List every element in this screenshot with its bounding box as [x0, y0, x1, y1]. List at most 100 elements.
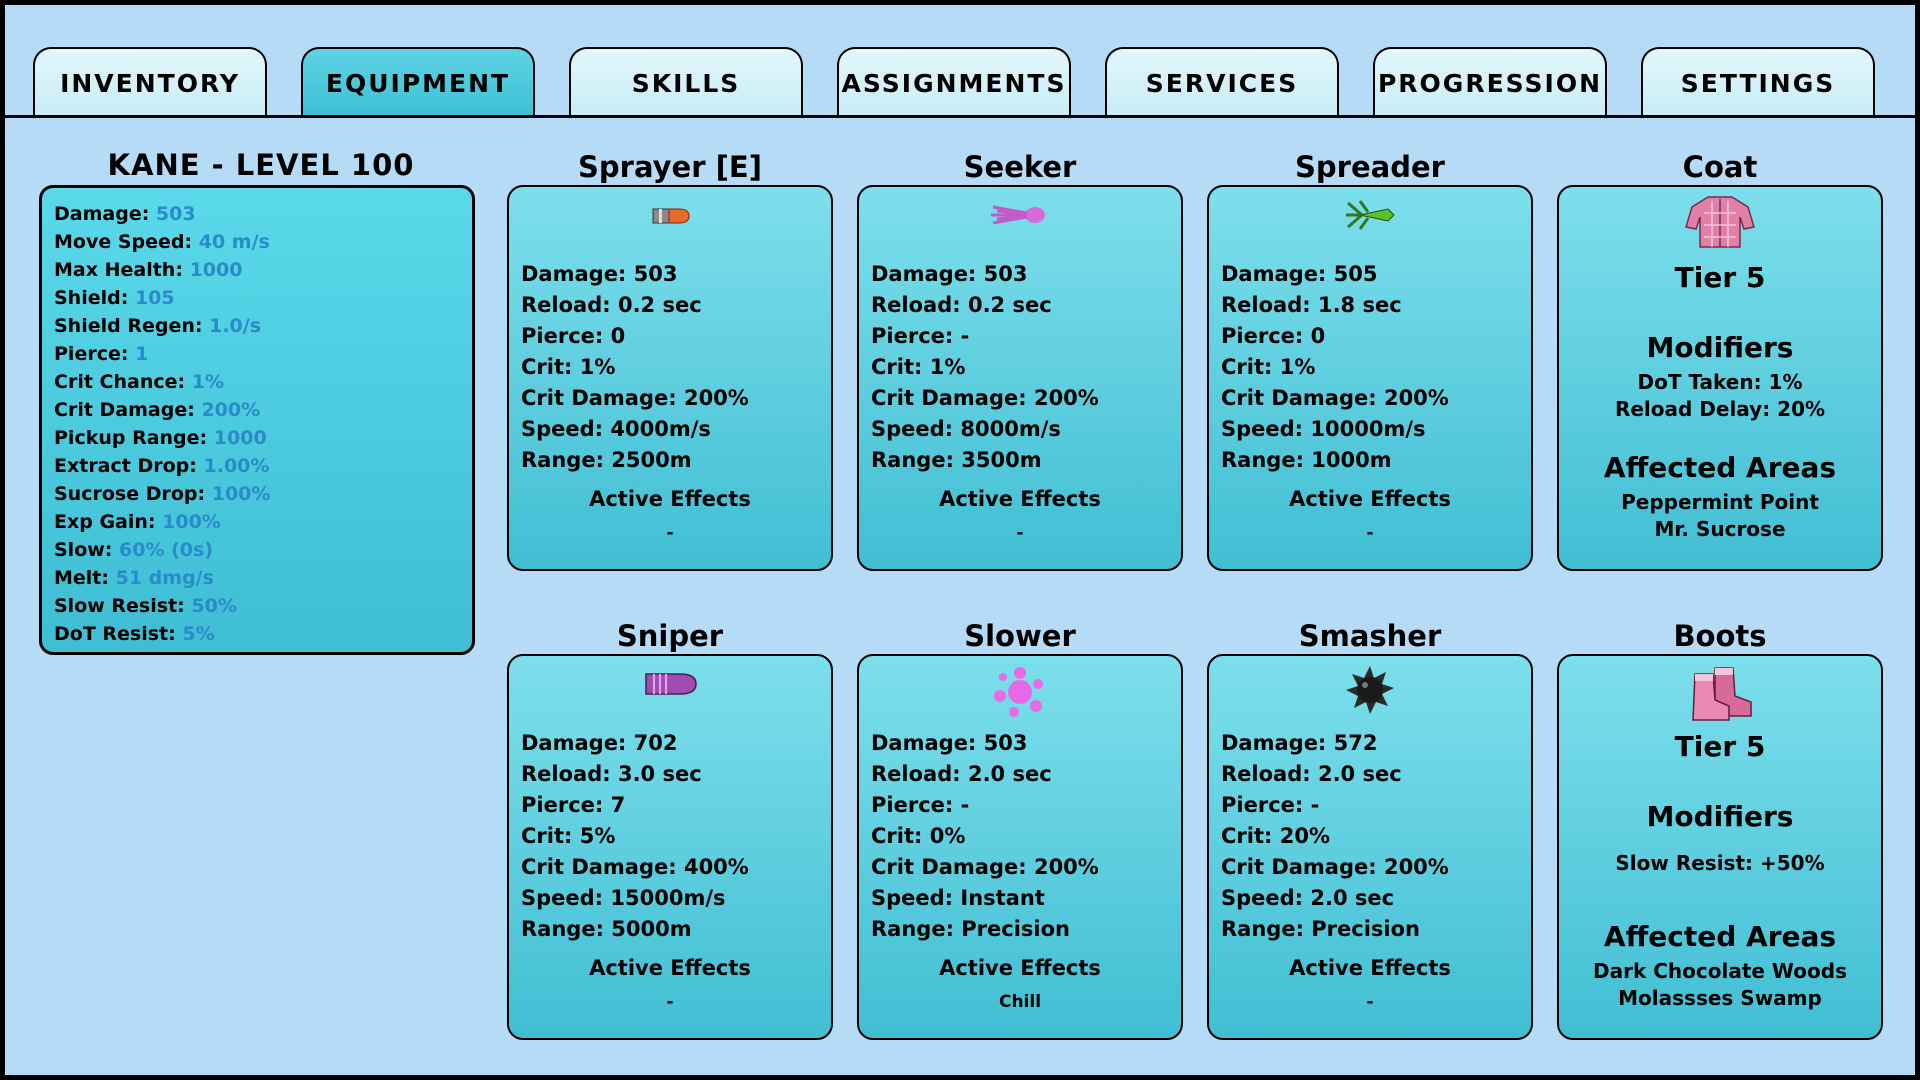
- stat-label: Crit Damage:: [54, 399, 195, 421]
- weapon-stat: Speed: Instant: [871, 886, 1045, 910]
- weapon-stat: Reload: 0.2 sec: [521, 293, 702, 317]
- stat-label: Crit Chance:: [54, 371, 186, 393]
- stat-value: 40 m/s: [198, 231, 270, 253]
- weapon-card-smasher[interactable]: Damage: 572 Reload: 2.0 sec Pierce: - Cr…: [1207, 654, 1533, 1040]
- tab-skills[interactable]: SKILLS: [569, 47, 803, 117]
- affected-area: Dark Chocolate Woods: [1593, 959, 1847, 983]
- weapon-card-sniper[interactable]: Damage: 702 Reload: 3.0 sec Pierce: 7 Cr…: [507, 654, 833, 1040]
- splat-icon: [994, 667, 1043, 717]
- stat-row: Slow Resist: 50%: [54, 592, 460, 620]
- modifier-value: Reload Delay: 20%: [1614, 397, 1826, 421]
- weapon-stat: Reload: 2.0 sec: [871, 762, 1052, 786]
- boots-icon: [1692, 667, 1752, 721]
- weapon-stat: Speed: 4000m/s: [521, 417, 711, 441]
- weapon-card-sprayer[interactable]: Damage: 503 Reload: 0.2 sec Pierce: 0 Cr…: [507, 185, 833, 571]
- stat-label: Damage:: [54, 203, 150, 225]
- squid-projectile-icon: [991, 205, 1045, 225]
- stat-value: 503: [155, 203, 196, 225]
- stat-label: DoT Resist:: [54, 623, 176, 645]
- affected-area: Molassses Swamp: [1618, 986, 1822, 1010]
- weapon-stat: Damage: 503: [521, 262, 678, 286]
- weapon-stat: Crit Damage: 200%: [1221, 386, 1449, 410]
- weapon-stat: Reload: 1.8 sec: [1221, 293, 1402, 317]
- weapon-stat: Range: Precision: [1221, 917, 1420, 941]
- weapon-card-slower[interactable]: Damage: 503 Reload: 2.0 sec Pierce: - Cr…: [857, 654, 1183, 1040]
- weapon-title-smasher: Smasher: [1298, 619, 1442, 653]
- armor-tier: Tier 5: [1674, 730, 1766, 763]
- weapon-card-spreader[interactable]: Damage: 505 Reload: 1.8 sec Pierce: 0 Cr…: [1207, 185, 1533, 571]
- stat-row: Crit Damage: 200%: [54, 396, 460, 424]
- stat-value: 200%: [201, 399, 261, 421]
- weapon-stat: Damage: 505: [1221, 262, 1378, 286]
- coat-icon: [1685, 196, 1755, 248]
- stat-row: DoT Resist: 5%: [54, 620, 460, 648]
- weapon-stat: Crit: 5%: [521, 824, 616, 848]
- weapon-title-seeker: Seeker: [963, 150, 1077, 184]
- stat-row: Extract Drop: 1.00%: [54, 452, 460, 480]
- stat-value: 100%: [162, 511, 221, 533]
- stat-value: 60% (0s): [119, 539, 214, 561]
- weapon-stat: Pierce: -: [1221, 793, 1320, 817]
- stat-label: Extract Drop:: [54, 455, 197, 477]
- stat-row: Pickup Range: 1000: [54, 424, 460, 452]
- weapon-stat: Reload: 0.2 sec: [871, 293, 1052, 317]
- stat-row: Shield: 105: [54, 284, 460, 312]
- stat-label: Max Health:: [54, 259, 183, 281]
- stat-value: 1.00%: [203, 455, 270, 477]
- stat-value: 5%: [182, 623, 215, 645]
- game-screen: INVENTORY EQUIPMENT SKILLS ASSIGNMENTS S…: [5, 5, 1915, 1075]
- weapon-stat: Crit Damage: 200%: [1221, 855, 1449, 879]
- spiky-projectile-icon: [1346, 200, 1395, 230]
- weapon-stats: Damage: 505 Reload: 1.8 sec Pierce: 0 Cr…: [1221, 259, 1449, 476]
- tab-services[interactable]: SERVICES: [1105, 47, 1339, 117]
- stat-label: Move Speed:: [54, 231, 193, 253]
- stat-value: 1.0/s: [209, 315, 262, 337]
- tab-equipment[interactable]: EQUIPMENT: [301, 47, 535, 117]
- modifier-value: DoT Taken: 1%: [1637, 370, 1803, 394]
- stat-value: 1: [135, 343, 149, 365]
- weapon-stat: Pierce: -: [871, 324, 970, 348]
- weapon-stat: Reload: 3.0 sec: [521, 762, 702, 786]
- weapon-stats: Damage: 503 Reload: 2.0 sec Pierce: - Cr…: [871, 728, 1099, 945]
- modifiers-label: Modifiers: [1646, 800, 1794, 833]
- active-effects-label: Active Effects: [1289, 487, 1451, 511]
- weapon-stat: Crit: 20%: [1221, 824, 1330, 848]
- weapon-stat: Damage: 503: [871, 731, 1028, 755]
- armor-card-boots[interactable]: Tier 5 Modifiers Slow Resist: +50% Affec…: [1557, 654, 1883, 1040]
- weapon-stat: Crit: 1%: [871, 355, 966, 379]
- bullet-icon: [652, 208, 690, 224]
- modifier-value: Slow Resist: +50%: [1615, 851, 1825, 875]
- weapon-stat: Speed: 10000m/s: [1221, 417, 1426, 441]
- stat-value: 105: [134, 287, 175, 309]
- affected-areas-label: Affected Areas: [1603, 451, 1837, 484]
- character-stats-panel: Damage: 503 Move Speed: 40 m/s Max Healt…: [39, 185, 475, 655]
- weapon-stat: Damage: 503: [871, 262, 1028, 286]
- weapon-stat: Crit Damage: 200%: [871, 855, 1099, 879]
- affected-area: Mr. Sucrose: [1654, 517, 1786, 541]
- stat-row: Melt: 51 dmg/s: [54, 564, 460, 592]
- tab-inventory[interactable]: INVENTORY: [33, 47, 267, 117]
- tab-assignments[interactable]: ASSIGNMENTS: [837, 47, 1071, 117]
- stat-value: 1000: [213, 427, 267, 449]
- stat-value: 100%: [211, 483, 271, 505]
- armor-title-boots: Boots: [1673, 619, 1767, 653]
- stat-value: 1000: [189, 259, 243, 281]
- active-effects-value: Chill: [998, 992, 1042, 1012]
- modifiers-label: Modifiers: [1646, 331, 1794, 364]
- weapon-title-slower: Slower: [964, 619, 1076, 653]
- affected-area: Peppermint Point: [1621, 490, 1819, 514]
- weapon-card-seeker[interactable]: Damage: 503 Reload: 0.2 sec Pierce: - Cr…: [857, 185, 1183, 571]
- active-effects-value: -: [1366, 523, 1374, 543]
- weapon-stat: Range: 2500m: [521, 448, 692, 472]
- armor-card-coat[interactable]: Tier 5 Modifiers DoT Taken: 1% Reload De…: [1557, 185, 1883, 571]
- stat-row: Pierce: 1: [54, 340, 460, 368]
- weapon-stat: Speed: 2.0 sec: [1221, 886, 1395, 910]
- weapon-title-sniper: Sniper: [616, 619, 724, 653]
- tab-progression[interactable]: PROGRESSION: [1373, 47, 1607, 117]
- weapon-stats: Damage: 572 Reload: 2.0 sec Pierce: - Cr…: [1221, 728, 1449, 945]
- tab-settings[interactable]: SETTINGS: [1641, 47, 1875, 117]
- weapon-stat: Range: 3500m: [871, 448, 1042, 472]
- stat-label: Pickup Range:: [54, 427, 208, 449]
- tab-bar: INVENTORY EQUIPMENT SKILLS ASSIGNMENTS S…: [5, 5, 1915, 120]
- weapon-stat: Crit: 1%: [1221, 355, 1316, 379]
